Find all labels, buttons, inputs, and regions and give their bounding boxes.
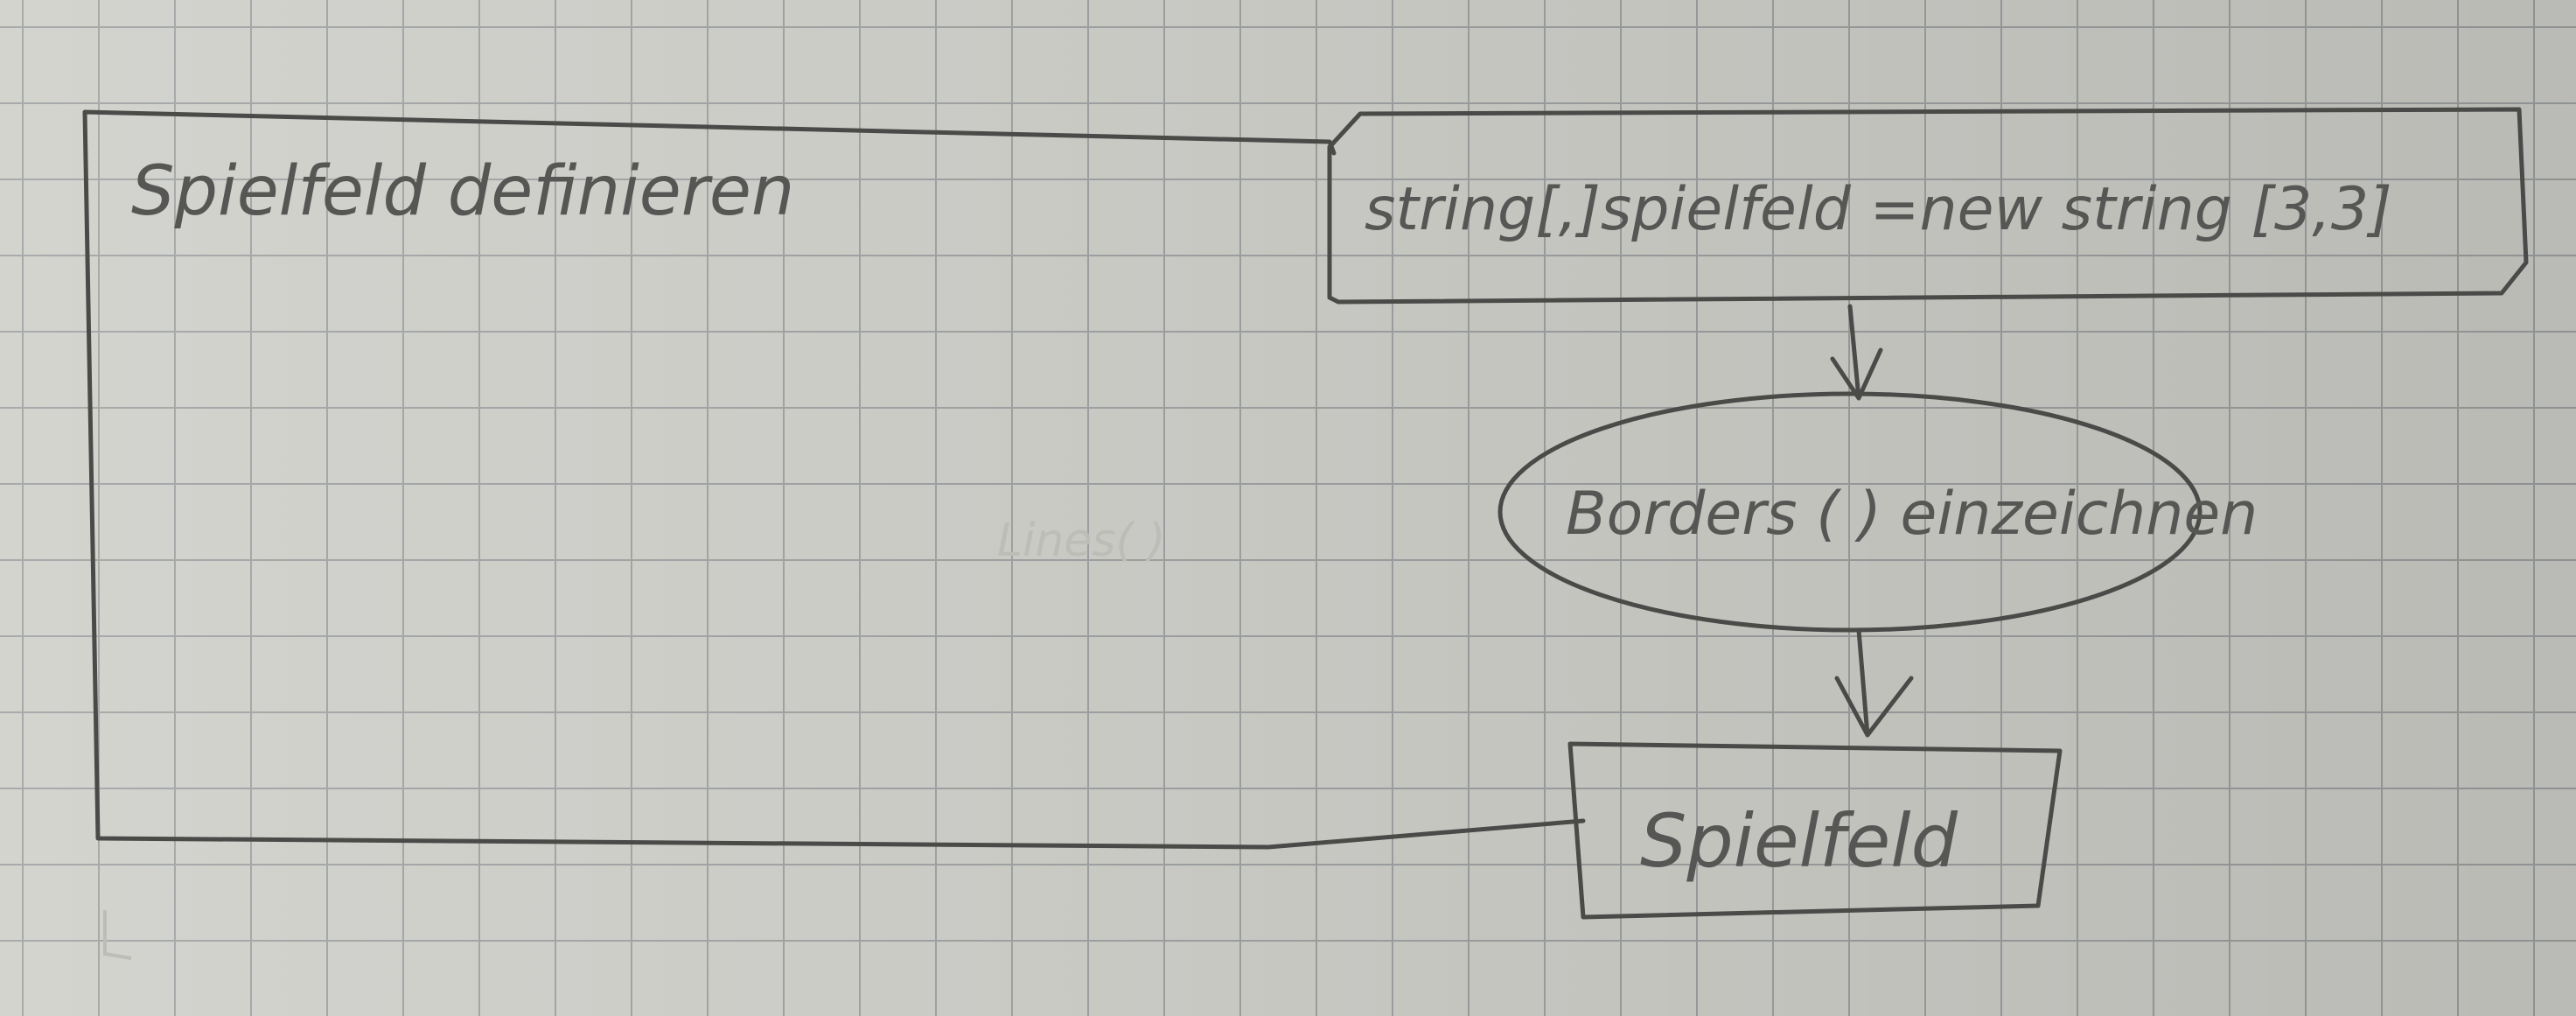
arrow-down-2 [1834, 627, 1914, 738]
arrow-down-1 [1830, 304, 1883, 401]
oval-step-text: Borders ( ) einzeichnen [1566, 480, 2258, 549]
oval-step [1497, 391, 2203, 633]
erased-text: Lines( ) [997, 515, 1166, 567]
output-box-text: Spielfeld [1640, 798, 1958, 884]
output-box [1567, 741, 2063, 920]
code-box [1327, 107, 2529, 305]
code-box-text: string[,]spielfeld =new string [3,3] [1365, 175, 2392, 244]
erased-mark [103, 910, 132, 960]
frame-label: Spielfeld definieren [131, 152, 794, 231]
